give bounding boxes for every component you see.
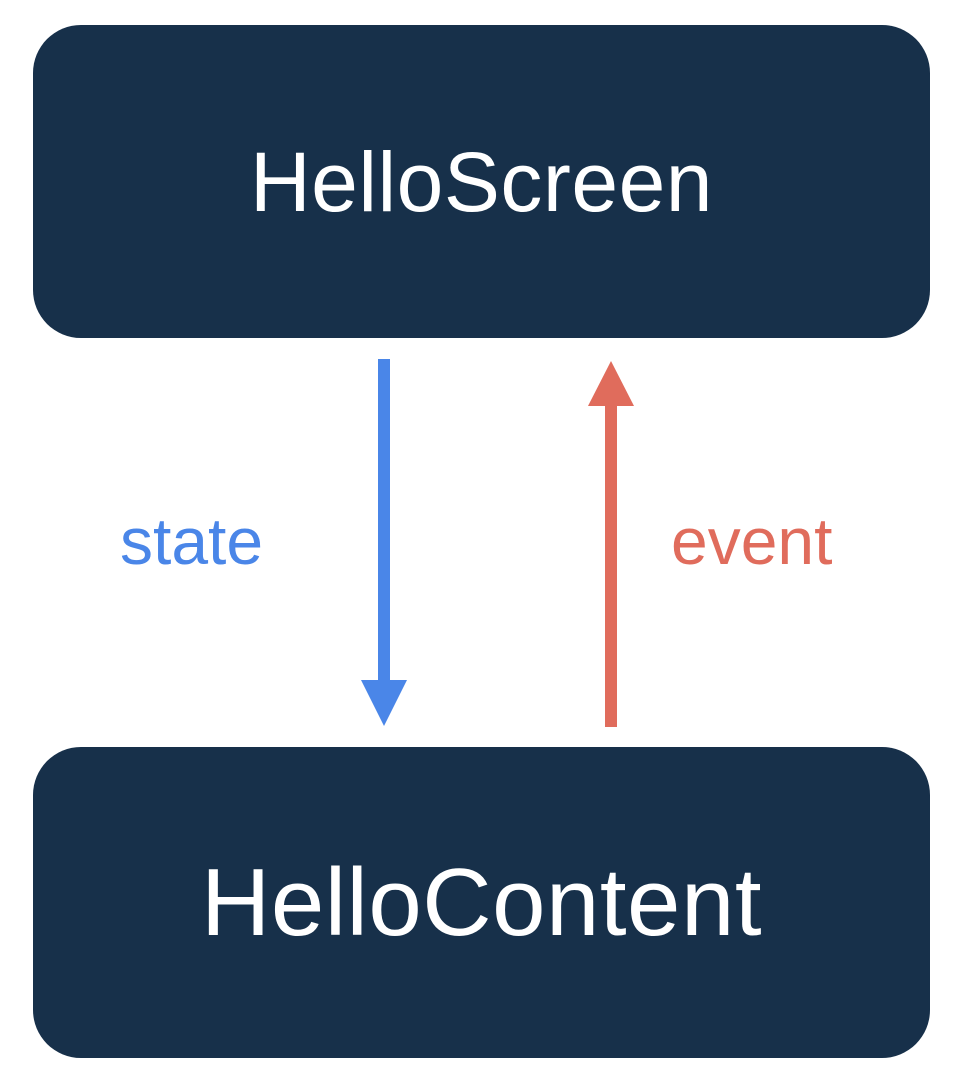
event-arrow <box>588 361 634 727</box>
node-hello-screen[interactable]: HelloScreen <box>33 25 930 338</box>
event-arrow-head-icon <box>588 361 634 406</box>
state-arrow <box>361 359 407 726</box>
edge-label-event: event <box>671 504 833 578</box>
state-arrow-shaft <box>378 359 390 681</box>
state-arrow-head-icon <box>361 680 407 726</box>
node-hello-content-label: HelloContent <box>201 848 762 956</box>
node-hello-screen-label: HelloScreen <box>249 134 714 229</box>
node-hello-content[interactable]: HelloContent <box>33 747 930 1058</box>
edge-label-state: state <box>120 504 264 578</box>
event-arrow-shaft <box>605 404 617 727</box>
